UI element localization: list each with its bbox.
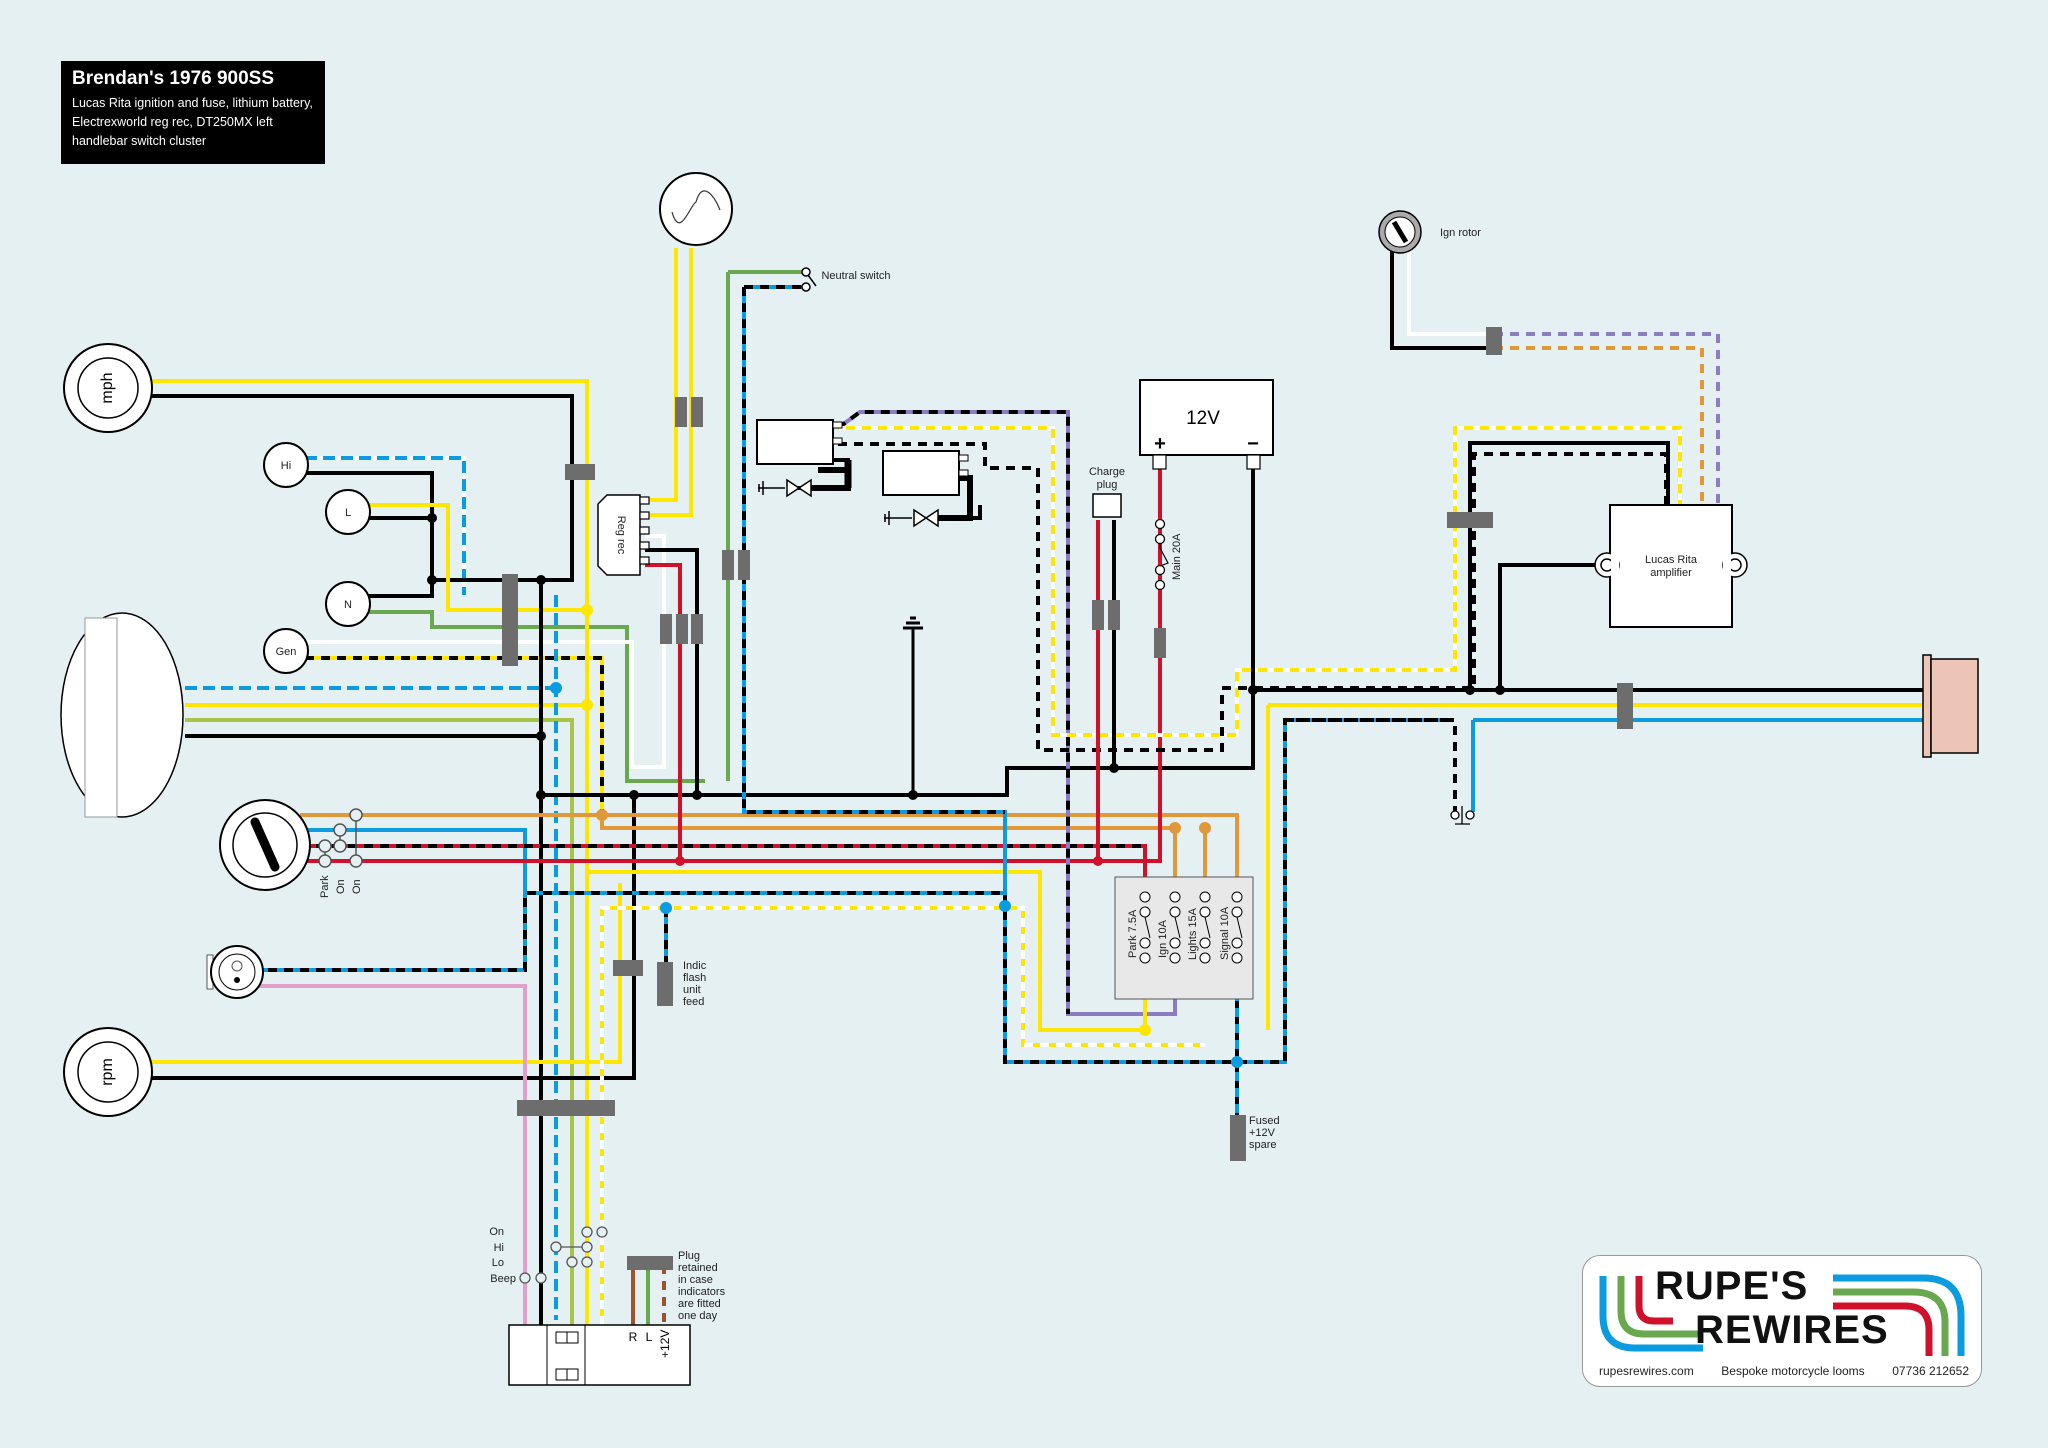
svg-text:spare: spare xyxy=(1249,1139,1277,1151)
logo-phone: 07736 212652 xyxy=(1892,1364,1969,1378)
title-box: Brendan's 1976 900SS Lucas Rita ignition… xyxy=(61,61,325,164)
tachometer: rpm xyxy=(63,1027,153,1117)
connectors xyxy=(502,327,1633,1270)
svg-text:Indic: Indic xyxy=(683,960,707,972)
rupes-rewires-logo: RUPE'S REWIRES rupesrewires.com Bespoke … xyxy=(1582,1255,1982,1387)
battery-voltage: 12V xyxy=(1186,408,1220,429)
svg-text:Beep: Beep xyxy=(490,1273,516,1285)
warning-lamp-gen: Gen xyxy=(263,628,309,674)
svg-text:retained: retained xyxy=(678,1262,718,1274)
warning-lamp-hi: Hi xyxy=(263,442,309,488)
fuse-ign: Ign 10A xyxy=(1157,891,1181,964)
fuse-park: Park 7.5A xyxy=(1127,891,1151,964)
ignition-wires xyxy=(1390,245,1720,690)
tacho-label: rpm xyxy=(99,1058,116,1086)
lucas-rita-amplifier: Lucas Rita amplifier xyxy=(1594,504,1748,628)
svg-text:Ign 10A: Ign 10A xyxy=(1157,919,1169,958)
svg-text:+12V: +12V xyxy=(1249,1127,1276,1139)
svg-text:Lucas Rita: Lucas Rita xyxy=(1645,554,1698,566)
alternator-wires xyxy=(645,248,1007,893)
handlebar-switch-cluster: On Hi Lo Beep R L +12V xyxy=(489,1226,691,1386)
svg-text:Plug: Plug xyxy=(678,1250,700,1262)
regulator-rectifier: Reg rec xyxy=(597,494,650,576)
main-fuse: Main 20A xyxy=(1154,518,1183,591)
speedometer: mph xyxy=(63,343,153,433)
ignition-switch: Park On On xyxy=(219,799,363,898)
svg-text:Charge: Charge xyxy=(1089,466,1125,478)
diagram-description: Lucas Rita ignition and fuse, lithium ba… xyxy=(72,96,313,148)
battery: 12V + − xyxy=(1139,379,1274,470)
battery-wires xyxy=(1096,468,1925,860)
svg-text:Lights 15A: Lights 15A xyxy=(1187,907,1199,960)
horn xyxy=(206,945,264,999)
ign-pos-on-2: On xyxy=(351,879,363,894)
svg-text:+: + xyxy=(1154,433,1166,455)
fuse-signal: Signal 10A xyxy=(1219,891,1243,964)
plug-note: Plug retained in case indicators are fit… xyxy=(678,1250,726,1322)
indic-feed-label: Indic flash unit feed xyxy=(683,960,707,1008)
svg-text:L: L xyxy=(646,1330,653,1344)
speedo-label: mph xyxy=(99,372,116,403)
logo-line2: REWIRES xyxy=(1695,1308,1889,1352)
svg-text:Hi: Hi xyxy=(494,1242,504,1254)
neutral-switch-label: Neutral switch xyxy=(821,270,890,282)
ign-pos-park: Park xyxy=(319,875,331,898)
svg-text:Lo: Lo xyxy=(492,1257,504,1269)
svg-text:are fitted: are fitted xyxy=(678,1298,721,1310)
taillight xyxy=(1922,654,1979,758)
svg-text:Reg rec: Reg rec xyxy=(615,516,627,555)
svg-text:plug: plug xyxy=(1097,479,1118,491)
alternator xyxy=(659,172,733,246)
headlight xyxy=(60,612,184,818)
taillight-wires xyxy=(1266,703,1925,1030)
ignition-rotor: Ign rotor xyxy=(1378,210,1481,254)
main-harness xyxy=(150,381,1450,1325)
coil-wires xyxy=(795,410,1682,1016)
fused-spare-label: Fused +12V spare xyxy=(1249,1115,1280,1151)
svg-text:−: − xyxy=(1247,433,1259,455)
warning-lamp-l: L xyxy=(325,489,371,535)
svg-text:one day: one day xyxy=(678,1310,718,1322)
ign-pos-on-1: On xyxy=(335,879,347,894)
ignition-coil-2 xyxy=(882,450,969,528)
plug-wires xyxy=(631,1265,666,1325)
svg-text:Main 20A: Main 20A xyxy=(1171,533,1183,580)
svg-text:N: N xyxy=(344,599,352,611)
svg-text:On: On xyxy=(489,1226,504,1238)
svg-text:L: L xyxy=(345,507,351,519)
svg-text:indicators: indicators xyxy=(678,1286,726,1298)
svg-text:in case: in case xyxy=(678,1274,713,1286)
logo-website[interactable]: rupesrewires.com xyxy=(1599,1364,1694,1378)
warning-light-wires xyxy=(305,456,705,825)
svg-text:Gen: Gen xyxy=(276,646,297,658)
logo-stripes xyxy=(1599,1274,1965,1356)
brake-switch xyxy=(1450,806,1475,825)
neutral-switch: Neutral switch xyxy=(801,267,891,292)
svg-text:Hi: Hi xyxy=(281,460,291,472)
fuse-box: Park 7.5A Ign 10A Lights 15A Signal 10A xyxy=(1114,876,1254,1000)
logo-footer: rupesrewires.com Bespoke motorcycle loom… xyxy=(1599,1364,1969,1378)
ignition-coil-1 xyxy=(756,419,843,498)
ign-rotor-label: Ign rotor xyxy=(1440,227,1481,239)
diagram-title: Brendan's 1976 900SS xyxy=(72,68,275,89)
svg-text:+12V: +12V xyxy=(658,1330,672,1358)
svg-text:flash: flash xyxy=(683,972,706,984)
svg-text:R: R xyxy=(629,1330,638,1344)
svg-text:amplifier: amplifier xyxy=(1650,567,1692,579)
svg-text:Fused: Fused xyxy=(1249,1115,1280,1127)
svg-text:Park 7.5A: Park 7.5A xyxy=(1127,909,1139,958)
junctions xyxy=(427,513,1505,1068)
ground-symbol xyxy=(903,616,923,795)
warning-lamp-n: N xyxy=(325,581,371,627)
logo-tagline: Bespoke motorcycle looms xyxy=(1721,1364,1865,1378)
svg-text:unit: unit xyxy=(683,984,701,996)
fuse-lights: Lights 15A xyxy=(1187,891,1211,964)
charge-plug: Charge plug xyxy=(1089,466,1125,518)
headlight-wires xyxy=(185,686,587,1325)
svg-text:feed: feed xyxy=(683,996,704,1008)
logo-line1: RUPE'S xyxy=(1655,1264,1809,1308)
svg-text:Signal 10A: Signal 10A xyxy=(1219,906,1231,960)
